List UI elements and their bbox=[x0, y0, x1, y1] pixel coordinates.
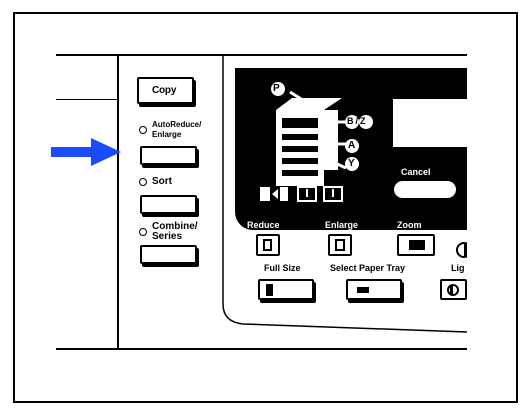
auto-reduce-label-line1: AutoReduce/ bbox=[152, 120, 202, 129]
full-size-button[interactable] bbox=[258, 279, 314, 300]
paper-tray-bz: B/Z bbox=[347, 116, 368, 126]
reduce-label: Reduce bbox=[247, 220, 280, 230]
enlarge-icon bbox=[335, 239, 345, 251]
lighter-button-icon bbox=[447, 284, 459, 296]
copy-button-label: Copy bbox=[152, 85, 177, 96]
enlarge-label: Enlarge bbox=[325, 220, 359, 230]
sort-button[interactable] bbox=[140, 195, 197, 214]
zoom-icon bbox=[409, 240, 425, 250]
pointer-arrow-icon bbox=[51, 138, 121, 166]
zoom-label: Zoom bbox=[397, 220, 422, 230]
full-size-icon bbox=[266, 284, 273, 296]
reduce-icon bbox=[263, 239, 272, 251]
paper-tray-a: A bbox=[348, 140, 356, 151]
select-paper-tray-button[interactable] bbox=[346, 279, 402, 300]
copier-diagram-icon bbox=[271, 82, 373, 186]
auto-reduce-indicator bbox=[139, 126, 147, 134]
sort-indicator bbox=[139, 178, 147, 186]
panel-left-stub bbox=[56, 99, 118, 100]
combine-indicator bbox=[139, 228, 147, 236]
copy-button[interactable]: Copy bbox=[137, 77, 194, 104]
lighter-label: Lig bbox=[451, 263, 465, 273]
reduce-button[interactable] bbox=[256, 234, 280, 256]
panel-left-divider bbox=[117, 54, 119, 350]
panel-bottom-line bbox=[56, 348, 467, 350]
panel-top-line bbox=[56, 54, 467, 56]
sort-label: Sort bbox=[152, 176, 172, 187]
paper-tray-y: Y bbox=[348, 158, 355, 169]
full-size-label: Full Size bbox=[264, 263, 301, 273]
paper-tray-p: P bbox=[273, 83, 280, 94]
select-paper-tray-label: Select Paper Tray bbox=[330, 263, 406, 273]
auto-reduce-label-line2: Enlarge bbox=[152, 130, 182, 139]
auto-reduce-enlarge-button[interactable] bbox=[140, 146, 197, 165]
combine-label-line1: Combine/ bbox=[152, 221, 198, 232]
original-type-icons bbox=[260, 186, 343, 202]
combine-label-line2: Series bbox=[152, 231, 183, 242]
cancel-label: Cancel bbox=[401, 167, 431, 177]
enlarge-button[interactable] bbox=[328, 234, 352, 256]
paper-tray-icon bbox=[357, 287, 369, 293]
cancel-button[interactable] bbox=[394, 181, 456, 198]
panel-inner-curve bbox=[222, 54, 467, 333]
lighter-button[interactable] bbox=[440, 279, 467, 300]
lcd-display bbox=[393, 99, 467, 147]
combine-series-button[interactable] bbox=[140, 245, 197, 264]
zoom-button[interactable] bbox=[397, 234, 435, 256]
lighter-darker-icon bbox=[456, 242, 467, 258]
